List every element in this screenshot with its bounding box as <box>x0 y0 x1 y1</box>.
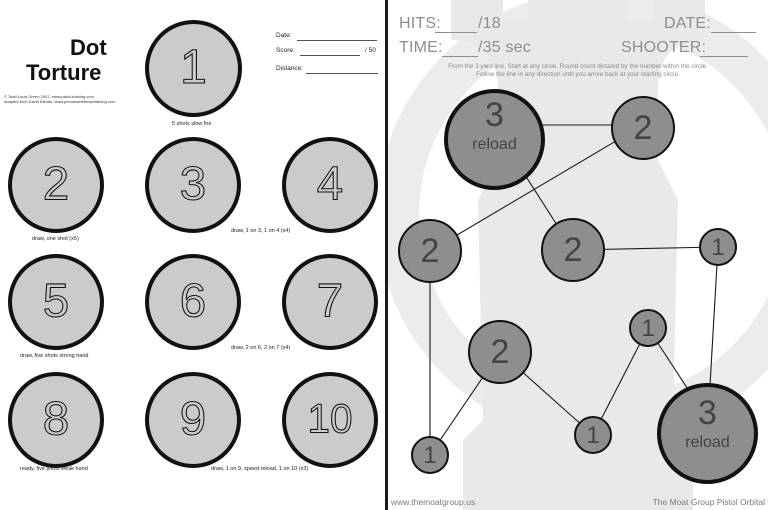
score-label: Score: <box>276 47 295 54</box>
caption-dots-6-7: draw, 2 on 6, 2 on 7 (x4) <box>231 345 291 351</box>
dot-8-number: 8 <box>43 392 69 445</box>
footer-website: www.themoatgroup.us <box>391 497 476 507</box>
dot-10: 10 <box>282 372 378 468</box>
score-suffix: / 50 <box>365 47 376 54</box>
dot-9-number: 9 <box>180 392 206 445</box>
dot-1: 1 <box>145 20 242 117</box>
shooter-line <box>700 56 748 57</box>
dot-3-number: 3 <box>180 157 206 210</box>
caption-dot-8: ready, five shots weak hand <box>20 466 88 472</box>
orbital-circle-2-top: 2 <box>611 96 675 160</box>
orbital-circle-number: 1 <box>711 234 725 261</box>
date-label: Date: <box>276 32 292 39</box>
caption-dots-3-4: draw, 1 on 3, 1 on 4 (x4) <box>231 228 291 234</box>
dot-6-number: 6 <box>180 274 206 327</box>
caption-dot-2: draw, one shot (x5) <box>32 236 79 242</box>
time-suffix: /35 sec <box>478 39 531 56</box>
dot-6: 6 <box>145 254 241 350</box>
orbital-circle-1-right: 1 <box>699 228 737 266</box>
orbital-circle-sub: reload <box>685 434 730 451</box>
orbital-circle-number: 2 <box>563 231 583 269</box>
dot-3: 3 <box>145 137 241 233</box>
orbital-circle-2-center: 2 <box>541 218 605 282</box>
distance-line <box>306 73 378 74</box>
dot-torture-target: Dot Torture © Todd Louis Green 2007, www… <box>4 20 378 472</box>
orbital-circle-sub: reload <box>472 136 517 153</box>
orbital-circle-3-reload-bottom: 3 reload <box>657 383 758 484</box>
dot-4: 4 <box>282 137 378 233</box>
credit-line-2: adapted from David Blinder, www.personal… <box>4 99 116 104</box>
date-label-right: DATE: <box>664 15 711 32</box>
orbital-circle-1-bottom-left: 1 <box>411 436 449 474</box>
orbital-circle-number: 1 <box>641 315 655 342</box>
dot-4-number: 4 <box>317 157 343 210</box>
orbital-circle-number: 1 <box>423 442 437 469</box>
hits-suffix: /18 <box>478 15 501 32</box>
orbital-circle-number: 1 <box>586 422 600 449</box>
orbital-circle-number: 3 <box>485 96 504 134</box>
orbital-circle-number: 2 <box>490 333 510 371</box>
title-line-2: Torture <box>26 60 102 85</box>
dot-9: 9 <box>145 372 241 468</box>
caption-dot-1: 5 shots slow fire <box>172 121 212 127</box>
pistol-orbital-target: 3 reload 2 2 2 1 2 1 3 reload 1 1 <box>388 0 768 510</box>
caption-dots-9-10: draw, 1 on 9, speed reload, 1 on 10 (x3) <box>211 466 309 472</box>
page-divider <box>385 0 388 510</box>
credit-line-1: © Todd Louis Green 2007, www.pistol-trai… <box>4 94 94 99</box>
distance-label: Distance: <box>276 65 304 72</box>
orbital-circle-number: 2 <box>420 232 440 270</box>
dot-2: 2 <box>8 137 104 233</box>
footer-title: The Moat Group Pistol Orbital <box>652 497 765 507</box>
dot-7: 7 <box>282 254 378 350</box>
orbital-circle-1-mid: 1 <box>629 309 667 347</box>
dot-8: 8 <box>8 372 104 468</box>
instruction-line-2: Follow the line in any direction until y… <box>476 71 680 78</box>
orbital-circle-number: 3 <box>698 394 717 432</box>
time-label: TIME: <box>399 39 443 56</box>
score-line <box>300 55 360 56</box>
dot-7-number: 7 <box>317 274 343 327</box>
shooter-label: SHOOTER: <box>621 39 707 56</box>
dot-1-number: 1 <box>180 40 207 94</box>
dot-10-number: 10 <box>307 395 352 441</box>
orbital-circle-number: 2 <box>633 109 653 147</box>
caption-dot-5: draw, five shots strong hand <box>20 353 89 359</box>
date-line <box>297 40 377 41</box>
dot-5-number: 5 <box>43 274 69 327</box>
orbital-circle-3-reload-top: 3 reload <box>444 89 545 190</box>
orbital-circle-1-bottom-mid: 1 <box>574 416 612 454</box>
title-line-1: Dot <box>70 35 107 60</box>
instruction-line-1: From the 3 yard line. Start at any circl… <box>448 63 708 70</box>
hits-label: HITS: <box>399 15 441 32</box>
date-line-right <box>711 32 756 33</box>
hits-line <box>435 32 477 33</box>
time-line <box>442 56 478 57</box>
dot-5: 5 <box>8 254 104 350</box>
dot-2-number: 2 <box>43 157 69 210</box>
orbital-circle-2-left: 2 <box>398 219 462 283</box>
orbital-circle-2-lower: 2 <box>468 320 532 384</box>
